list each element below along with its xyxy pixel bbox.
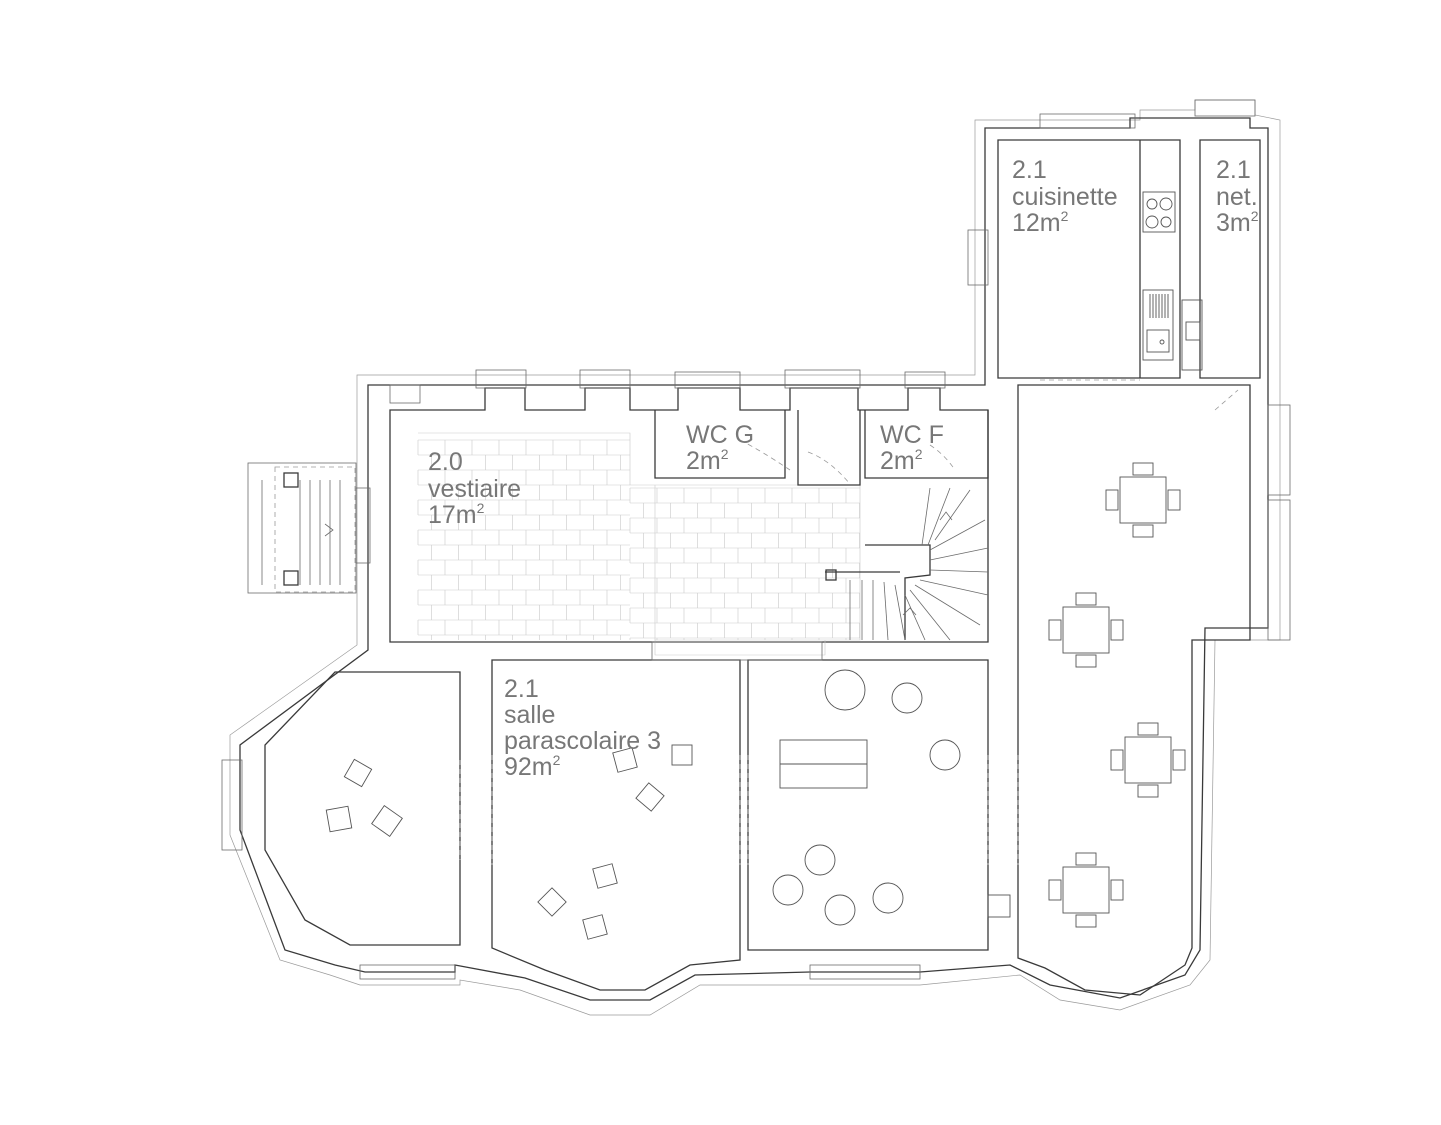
room-label-wc-g: WC G 2m2 xyxy=(686,421,761,475)
room-label-cuisinette: 2.1 cuisinette 12m2 xyxy=(1012,156,1125,237)
tile-floor xyxy=(417,432,861,656)
kitchen-fixtures xyxy=(1040,140,1239,411)
windows xyxy=(221,99,1291,980)
staircase xyxy=(651,487,989,661)
wc-partitions xyxy=(654,410,989,486)
building-walls xyxy=(229,99,1281,1016)
salle-furniture xyxy=(325,669,961,940)
room-label-net: 2.1 net. 3m2 xyxy=(1216,156,1265,237)
entrance-steps xyxy=(247,462,371,594)
dining-tables xyxy=(1048,462,1186,928)
room-label-wc-f: WC F 2m2 xyxy=(880,421,951,475)
room-label-salle: 2.1 salle parascolaire 3 92m2 xyxy=(504,675,668,781)
room-labels: 2.0 vestiaire 17m2 WC G 2m2 WC F 2m2 2.1… xyxy=(428,156,1265,781)
dashed-openings xyxy=(459,755,1019,918)
room-label-vestiaire: 2.0 vestiaire 17m2 xyxy=(428,448,528,529)
